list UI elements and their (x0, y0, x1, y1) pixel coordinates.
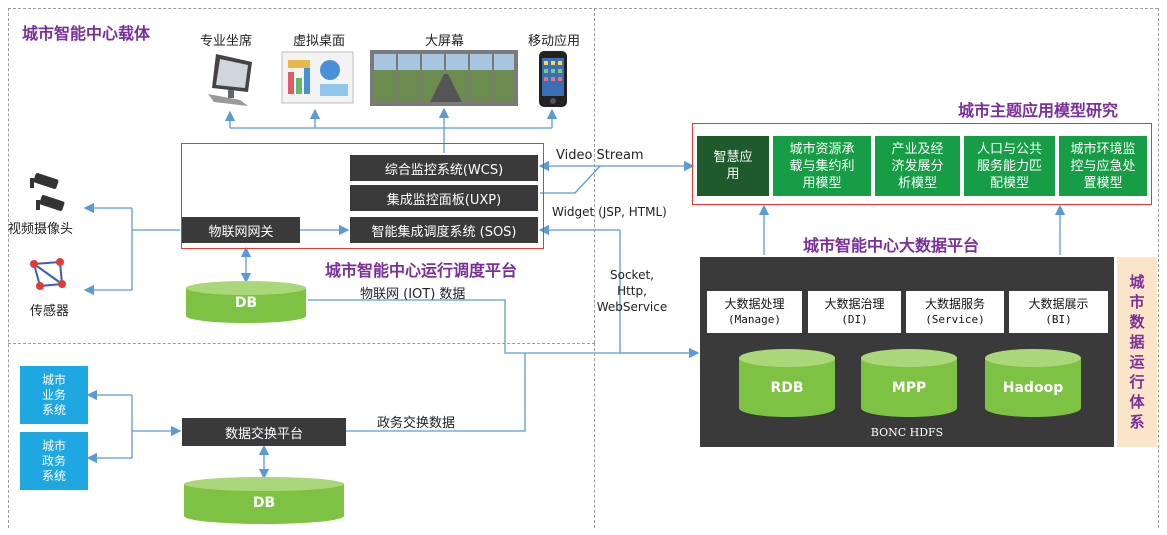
socket-label-1: Socket, (610, 268, 654, 282)
virtual-desktop-icon (281, 51, 354, 104)
service-service-code: (Service) (925, 313, 985, 326)
terminal-label-bigscreen: 大屏幕 (425, 34, 465, 49)
ops-char-0: 城 (1129, 273, 1145, 291)
iot-gateway[interactable]: 物联网网关 (182, 217, 300, 243)
store-hadoop-cylinder (985, 349, 1081, 417)
sos-system[interactable]: 智能集成调度系统 (SOS) (350, 217, 538, 243)
video-wall-icon (370, 50, 518, 106)
model-economy-line3: 析模型 (897, 175, 937, 191)
model-frame (692, 123, 1152, 205)
model-title: 城市主题应用模型研究 (958, 101, 1119, 120)
service-governance-name: 大数据治理 (824, 297, 885, 311)
wcs-system[interactable]: 综合监控系统(WCS) (350, 155, 538, 181)
smart-app-line2: 用 (726, 167, 740, 182)
model-resource[interactable]: 城市资源承载与集约利用模型 (773, 136, 871, 196)
terminal-label-vdesk: 虚拟桌面 (293, 34, 346, 49)
city-gov-system[interactable]: 城市政务系统 (20, 432, 88, 490)
ops-char-5: 行 (1129, 373, 1145, 391)
data-exchange-platform[interactable]: 数据交换平台 (182, 418, 346, 446)
platform-frame (181, 143, 544, 249)
iot-data-label: 物联网 (IOT) 数据 (360, 287, 466, 302)
db-top-label: DB (234, 295, 258, 311)
bigdata-title: 城市智能中心大数据平台 (803, 236, 980, 255)
ops-char-2: 数 (1129, 313, 1145, 331)
store-rdb-cylinder (739, 349, 835, 417)
sensor-label: 传感器 (30, 304, 70, 319)
store-mpp-cylinder (861, 349, 957, 417)
model-resource-line3: 用模型 (802, 175, 842, 191)
ops-char-4: 运 (1129, 353, 1145, 371)
ops-char-7: 系 (1129, 413, 1145, 431)
service-service-name: 大数据服务 (924, 297, 985, 311)
service-governance[interactable]: 大数据治理 (DI) (808, 291, 901, 333)
model-population[interactable]: 人口与公共服务能力匹配模型 (964, 136, 1055, 196)
service-governance-code: (DI) (841, 313, 868, 326)
terminal-label-mobile: 移动应用 (528, 34, 581, 49)
model-population-line3: 配模型 (989, 175, 1029, 191)
carrier-region-right-border (594, 8, 595, 343)
region-divider (8, 343, 595, 344)
camera-label: 视频摄像头 (8, 222, 74, 237)
camera-icon (30, 173, 65, 211)
ops-system-panel: 城 市 数 据 运 行 体 系 (1117, 257, 1157, 447)
outer-right-border (1158, 8, 1159, 528)
db-bottom-cylinder (184, 477, 344, 524)
city-gov-line2: 政务 (41, 453, 66, 468)
ops-char-1: 市 (1129, 293, 1145, 311)
store-rdb-label: RDB (770, 380, 804, 396)
ops-char-6: 体 (1129, 393, 1145, 411)
service-manage[interactable]: 大数据处理 (Manage) (707, 291, 802, 333)
model-economy-line1: 产业及经 (891, 141, 944, 157)
model-smart-app[interactable]: 智慧应用 (697, 136, 769, 196)
uxp-panel[interactable]: 集成监控面板(UXP) (350, 185, 538, 211)
model-economy-line2: 济发展分 (891, 158, 944, 174)
model-resource-line1: 城市资源承 (789, 141, 855, 157)
service-manage-code: (Manage) (728, 313, 781, 326)
city-business-line2: 业务 (41, 387, 66, 402)
db-top-cylinder (186, 281, 306, 323)
sensor-icon (30, 258, 66, 290)
city-business-system[interactable]: 城市业务系统 (20, 366, 88, 424)
city-gov-line1: 城市 (41, 438, 66, 453)
model-population-line2: 服务能力匹 (976, 158, 1042, 174)
city-business-line1: 城市 (41, 372, 66, 387)
model-environment[interactable]: 城市环境监控与应急处置模型 (1059, 136, 1147, 196)
carrier-title: 城市智能中心载体 (22, 24, 151, 43)
service-bi[interactable]: 大数据展示 (BI) (1009, 291, 1108, 333)
ops-char-3: 据 (1129, 333, 1145, 351)
store-mpp-label: MPP (891, 380, 927, 396)
service-manage-name: 大数据处理 (724, 297, 785, 311)
carrier-region-top-border (8, 8, 1158, 9)
store-hadoop-label: Hadoop (1002, 380, 1064, 396)
carrier-region-left-border (8, 8, 9, 528)
socket-label-2: Http, (617, 284, 647, 298)
hdfs-label: BONC HDFS (870, 426, 944, 439)
model-environment-line1: 城市环境监 (1070, 141, 1136, 157)
model-environment-line3: 置模型 (1083, 175, 1123, 191)
model-environment-line2: 控与应急处 (1070, 158, 1136, 174)
city-business-line3: 系统 (41, 402, 66, 417)
service-bi-code: (BI) (1045, 313, 1072, 326)
smartphone-icon (539, 51, 567, 107)
terminal-label-seat: 专业坐席 (200, 34, 253, 49)
smart-app-line1: 智慧应 (713, 150, 753, 165)
db-bottom-label: DB (252, 495, 276, 511)
monitor-icon (208, 54, 252, 106)
city-gov-line3: 系统 (41, 468, 66, 483)
service-service[interactable]: 大数据服务 (Service) (906, 291, 1004, 333)
service-bi-name: 大数据展示 (1028, 297, 1089, 311)
socket-label-3: WebService (596, 300, 668, 314)
platform-title: 城市智能中心运行调度平台 (325, 261, 518, 280)
model-resource-line2: 载与集约利 (789, 158, 855, 174)
right-region-border (594, 343, 595, 528)
video-stream-label: Video Stream (556, 148, 644, 163)
widget-label: Widget (JSP, HTML) (552, 205, 667, 219)
model-population-line1: 人口与公共 (976, 141, 1042, 157)
gov-exchange-label: 政务交换数据 (377, 416, 456, 431)
model-economy[interactable]: 产业及经济发展分析模型 (875, 136, 960, 196)
